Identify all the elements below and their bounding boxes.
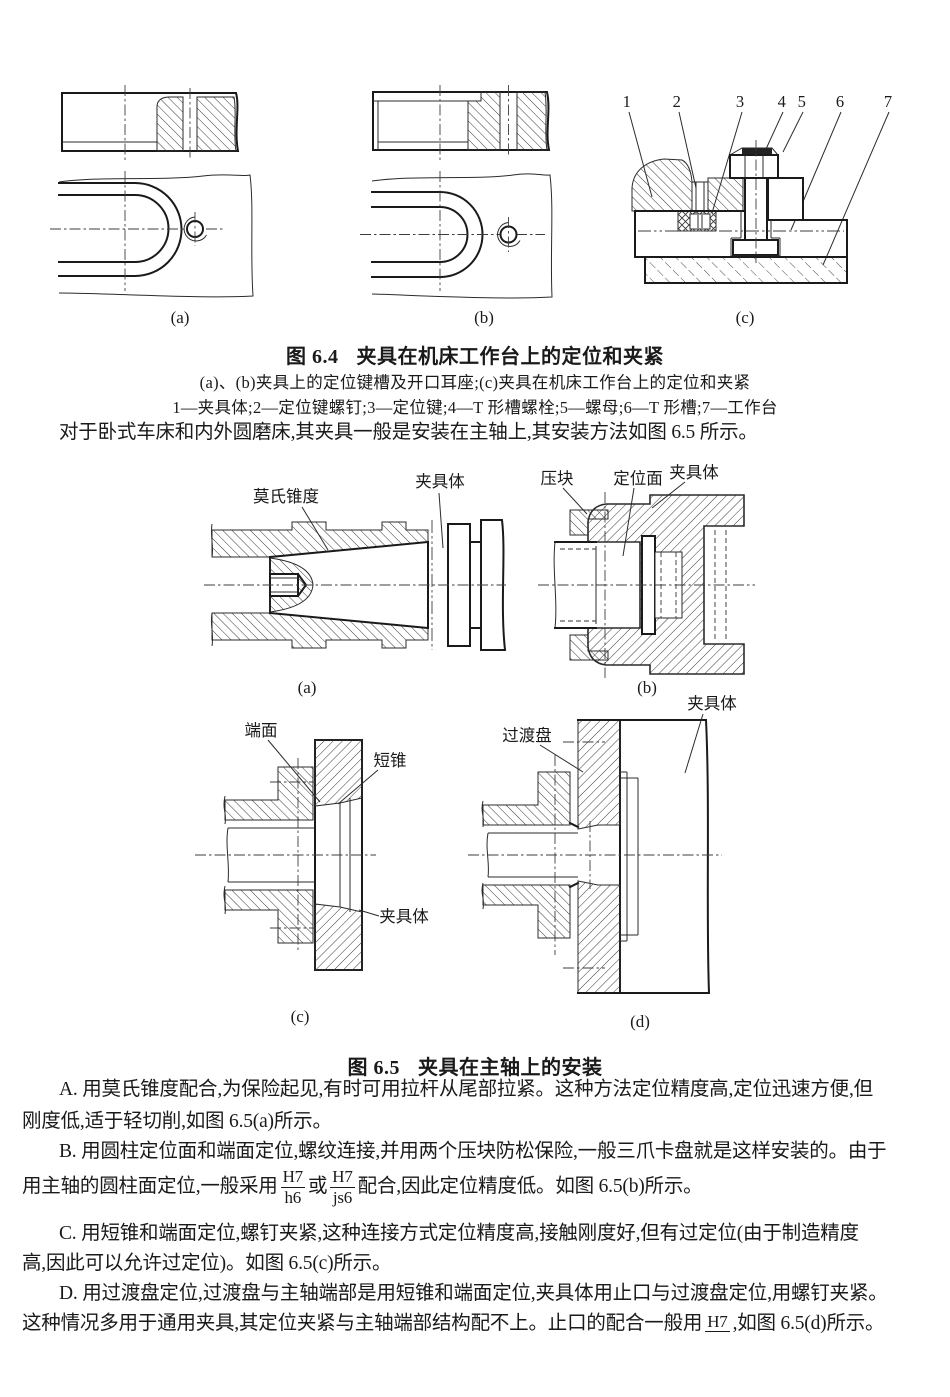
paragraph-c-line-2: 高,因此可以允许过定位)。如图 6.5(c)所示。 bbox=[22, 1253, 392, 1274]
figure-64b-drawing: (b) bbox=[360, 85, 553, 327]
callout-1: 1 bbox=[623, 92, 631, 111]
figure-6-5-caption: 图 6.5 夹具在主轴上的安装 bbox=[0, 1051, 950, 1080]
spindle-section bbox=[223, 766, 316, 944]
paragraph-b-line-2-post: 配合,因此定位精度低。如图 6.5(b)所示。 bbox=[357, 1176, 703, 1197]
paragraph-b-line-2-mid: 或 bbox=[307, 1176, 328, 1197]
figure-65a-drawing: 莫氏锥度 夹具体 (a) bbox=[204, 472, 507, 697]
fixture-body-flange bbox=[447, 519, 507, 651]
paragraph-d-line-2: 这种情况多用于通用夹具,其定位夹紧与主轴端部结构配不上。止口的配合一般用 H7 … bbox=[22, 1303, 885, 1345]
label-end-face: 端面 bbox=[245, 721, 278, 740]
fig65d-sublabel: (d) bbox=[630, 1012, 650, 1031]
t-slot-table bbox=[644, 256, 848, 284]
callout-2: 2 bbox=[673, 92, 681, 111]
label-fixture-body: 夹具体 bbox=[687, 695, 737, 713]
label-morse-taper: 莫氏锥度 bbox=[253, 487, 319, 506]
figure-6-4-legend: 1—夹具体;2—定位键螺钉;3—定位键;4—T 形槽螺栓;5—螺母;6—T 形槽… bbox=[172, 398, 778, 417]
clamp-blocks bbox=[569, 509, 609, 661]
hex-nut bbox=[729, 154, 779, 179]
paragraph-a-line-2: 刚度低,适于轻切削,如图 6.5(a)所示。 bbox=[22, 1111, 332, 1132]
clamp-plate bbox=[767, 177, 804, 221]
paragraph-intro: 对于卧式车床和内外圆磨床,其夹具一般是安装在主轴上,其安装方法如图 6.5 所示… bbox=[59, 422, 758, 443]
fig64a-sublabel: (a) bbox=[171, 308, 190, 327]
figure-6-4-subcaption: (a)、(b)夹具上的定位键槽及开口耳座;(c)夹具在机床工作台上的定位和夹紧 bbox=[199, 373, 751, 392]
paragraph-b-line-1: B. 用圆柱定位面和端面定位,螺纹连接,并用两个压块防松保险,一般三爪卡盘就是这… bbox=[59, 1141, 887, 1162]
fig65a-sublabel: (a) bbox=[298, 678, 317, 697]
fraction-numerator: H7 bbox=[280, 1167, 305, 1188]
fixture-body bbox=[619, 719, 711, 994]
t-slot-bolt bbox=[729, 140, 779, 263]
t-bolt-head bbox=[732, 239, 779, 256]
fraction-numerator: H7 bbox=[705, 1311, 730, 1333]
label-fixture-body: 夹具体 bbox=[379, 907, 429, 926]
adapter-plate-section bbox=[563, 719, 621, 994]
paragraph-d-line-2-post: ,如图 6.5(d)所示。 bbox=[732, 1313, 885, 1334]
callout-6: 6 bbox=[836, 92, 844, 111]
label-short-taper: 短锥 bbox=[374, 751, 407, 770]
open-ear-top-view bbox=[50, 171, 254, 298]
key-slot-section-view bbox=[372, 85, 551, 162]
paragraph-d-line-2-pre: 这种情况多用于通用夹具,其定位夹紧与主轴端部结构配不上。止口的配合一般用 bbox=[22, 1313, 703, 1334]
label-locating-face: 定位面 bbox=[613, 469, 663, 488]
paragraph-b-line-2: 用主轴的圆柱面定位,一般采用 H7 h6 或 H7 js6 配合,因此定位精度低… bbox=[22, 1166, 703, 1208]
figure-6-5-title: 夹具在主轴上的安装 bbox=[418, 1057, 603, 1079]
callout-5: 5 bbox=[798, 92, 806, 111]
machine-table-section bbox=[634, 177, 848, 284]
label-adapter-plate: 过渡盘 bbox=[502, 726, 552, 745]
fixture-body-section bbox=[631, 158, 744, 213]
key-slot-section-view bbox=[61, 85, 240, 162]
spindle-nose bbox=[553, 541, 597, 629]
fit-fraction-h7-js6: H7 js6 bbox=[330, 1167, 355, 1207]
fig64c-sublabel: (c) bbox=[736, 308, 755, 327]
open-ear-top-view bbox=[360, 171, 553, 299]
fraction-denominator: js6 bbox=[332, 1187, 353, 1207]
paragraph-a-line-1: A. 用莫氏锥度配合,为保险起见,有时可用拉杆从尾部拉紧。这种方法定位精度高,定… bbox=[59, 1079, 873, 1100]
figure-6-5-number: 图 6.5 bbox=[347, 1057, 400, 1079]
paragraph-b-line-2-pre: 用主轴的圆柱面定位,一般采用 bbox=[22, 1176, 278, 1197]
callout-7: 7 bbox=[884, 92, 892, 111]
figure-65d-drawing: 过渡盘 夹具体 (d) bbox=[468, 695, 737, 1031]
figure-6-4-title: 夹具在机床工作台上的定位和夹紧 bbox=[356, 346, 664, 368]
figure-65c-drawing: 端面 短锥 夹具体 (c) bbox=[195, 721, 429, 1026]
figure-64c-drawing: 1 2 3 4 5 6 7 bbox=[623, 92, 893, 327]
callout-4: 4 bbox=[778, 92, 786, 111]
figure-6-4-caption: 图 6.4 夹具在机床工作台上的定位和夹紧 bbox=[0, 340, 950, 369]
figure-64a-drawing: (a) bbox=[50, 85, 254, 327]
callout-3: 3 bbox=[736, 92, 744, 111]
positioning-key bbox=[677, 210, 717, 232]
fit-fraction-h7: H7 bbox=[705, 1311, 730, 1336]
label-fixture-body: 夹具体 bbox=[669, 463, 719, 482]
spindle-section bbox=[481, 755, 580, 955]
key-screw-head bbox=[689, 213, 711, 230]
figure-6-4-number: 图 6.4 bbox=[286, 346, 339, 368]
fig64b-sublabel: (b) bbox=[474, 308, 494, 327]
figure-65b-drawing: 压块 定位面 夹具体 (b) bbox=[538, 463, 755, 697]
fit-fraction-h7-h6: H7 h6 bbox=[280, 1167, 305, 1207]
fig65b-sublabel: (b) bbox=[637, 678, 657, 697]
fraction-denominator: h6 bbox=[284, 1187, 302, 1207]
fraction-denominator bbox=[705, 1332, 729, 1336]
paragraph-c-line-1: C. 用短锥和端面定位,螺钉夹紧,这种连接方式定位精度高,接触刚度好,但有过定位… bbox=[59, 1223, 859, 1244]
paragraph-d-line-1: D. 用过渡盘定位,过渡盘与主轴端部是用短锥和端面定位,夹具体用止口与过渡盘定位… bbox=[59, 1283, 888, 1304]
label-clamp-block: 压块 bbox=[541, 469, 574, 488]
fraction-numerator: H7 bbox=[330, 1167, 355, 1188]
label-fixture-body: 夹具体 bbox=[415, 472, 465, 491]
fig65c-sublabel: (c) bbox=[291, 1007, 310, 1026]
